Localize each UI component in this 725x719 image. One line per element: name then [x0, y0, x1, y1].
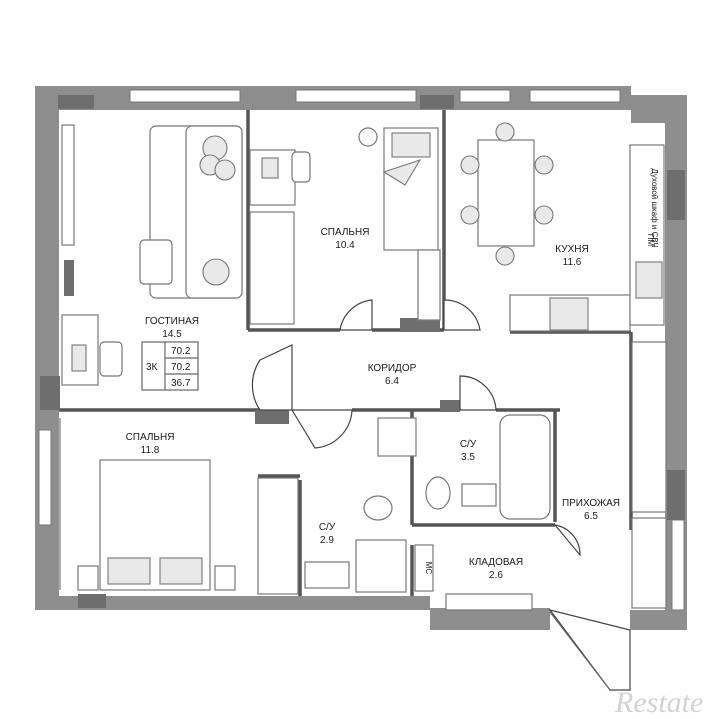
room-living-area: 14.5 — [162, 329, 182, 340]
living-furniture — [61, 124, 243, 386]
room-kitchen-area: 11.6 — [563, 257, 582, 268]
bedroom2-furniture — [59, 418, 299, 595]
kitchen-furniture — [460, 122, 665, 332]
area-table-living: 36.7 — [171, 378, 191, 389]
room-bath1-name: С/У — [460, 439, 477, 450]
doors — [251, 299, 631, 691]
watermark: Restate — [614, 686, 703, 719]
washer-label: МС — [424, 562, 433, 575]
room-labels: ГОСТИНАЯ 14.5 СПАЛЬНЯ 10.4 КУХНЯ 11.6 КО… — [126, 227, 620, 581]
room-hallway-area: 6.5 — [584, 511, 598, 522]
area-table: 3К 70.2 70.2 36.7 — [141, 341, 199, 391]
room-corridor-name: КОРИДОР — [368, 363, 417, 374]
windows — [38, 89, 685, 611]
room-kitchen-name: КУХНЯ — [555, 244, 588, 255]
room-storage-area: 2.6 — [489, 570, 503, 581]
room-corridor-area: 6.4 — [385, 376, 399, 387]
area-table-rooms: 3К — [146, 362, 158, 373]
bedroom1-furniture — [249, 127, 441, 325]
dishwasher-label: ПМ — [646, 234, 655, 247]
room-bedroom1-name: СПАЛЬНЯ — [321, 227, 370, 238]
room-bedroom2-name: СПАЛЬНЯ — [126, 432, 175, 443]
room-storage-name: КЛАДОВАЯ — [469, 557, 523, 568]
hallway-furniture — [445, 341, 667, 611]
room-living-name: ГОСТИНАЯ — [145, 316, 199, 327]
room-bedroom1-area: 10.4 — [335, 240, 355, 251]
room-bath2-area: 2.9 — [320, 535, 334, 546]
room-bath2-name: С/У — [319, 522, 336, 533]
interior-walls — [40, 110, 633, 596]
area-table-total-2: 70.2 — [171, 362, 191, 373]
room-hallway-name: ПРИХОЖАЯ — [562, 498, 620, 509]
room-bath1-area: 3.5 — [461, 452, 475, 463]
oven-label: Духовой шкаф и СВЧ — [650, 168, 659, 247]
bathroom-fixtures — [304, 414, 551, 593]
area-table-total: 70.2 — [171, 346, 191, 357]
room-bedroom2-area: 11.8 — [141, 445, 160, 456]
appliance-labels: Духовой шкаф и СВЧ ПМ МС — [424, 168, 659, 574]
